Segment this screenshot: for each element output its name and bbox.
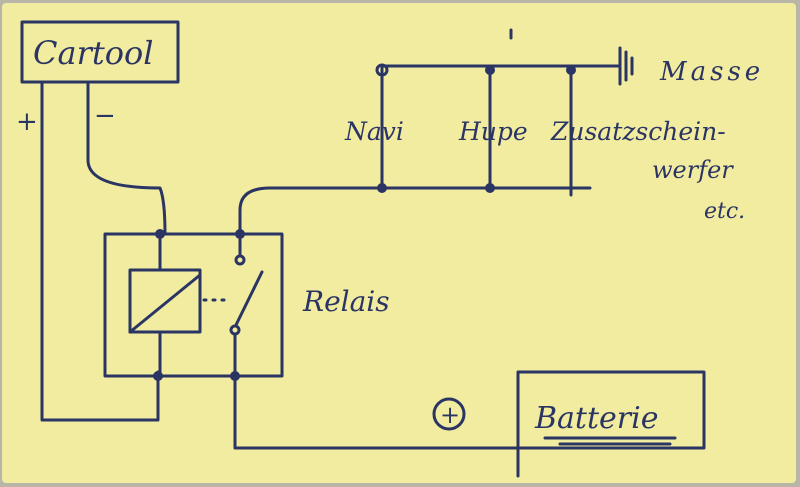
battery-plus-label: + [440,401,460,429]
navi-label: Navi [344,117,404,146]
wires [20,20,706,478]
minus-label: − [94,101,116,131]
wire-load-bus [238,186,592,236]
junction-navi-top [375,63,389,77]
masse-label: Masse [659,57,764,87]
cartool-box [20,20,180,84]
junction-hupe-top [485,65,495,75]
relais-box [103,232,284,378]
wire-plus [40,80,160,422]
zusatz-label-line2: werfer [652,156,734,184]
junction-relais-top-right [235,229,245,239]
paper-note [2,3,796,483]
zusatz-label-line3: etc. [704,199,745,224]
junction-relais-bottom-left [153,371,163,381]
zusatz-label-line1: Zusatzschein- [550,117,726,146]
hupe-label: Hupe [458,117,528,146]
wire-battery [233,374,520,478]
relais-coil [128,268,202,334]
cartool-label: Cartool [33,34,153,72]
switch-blade [234,270,264,327]
junction-hupe-bottom [485,183,495,193]
coil-diagonal [128,273,202,334]
junction-navi-bottom [377,183,387,193]
relais-label: Relais [302,285,390,318]
battery-plus-circle [432,397,466,431]
wire-minus [86,80,167,236]
battery-box [516,370,706,450]
batterie-label: Batterie [534,401,659,436]
junction-relais-bottom-right [230,371,240,381]
junction-zusatz-top [566,65,576,75]
junction-dots [153,65,576,381]
plus-label: + [16,107,38,137]
switch-contact-top [234,254,246,266]
junction-relais-top-left [155,229,165,239]
